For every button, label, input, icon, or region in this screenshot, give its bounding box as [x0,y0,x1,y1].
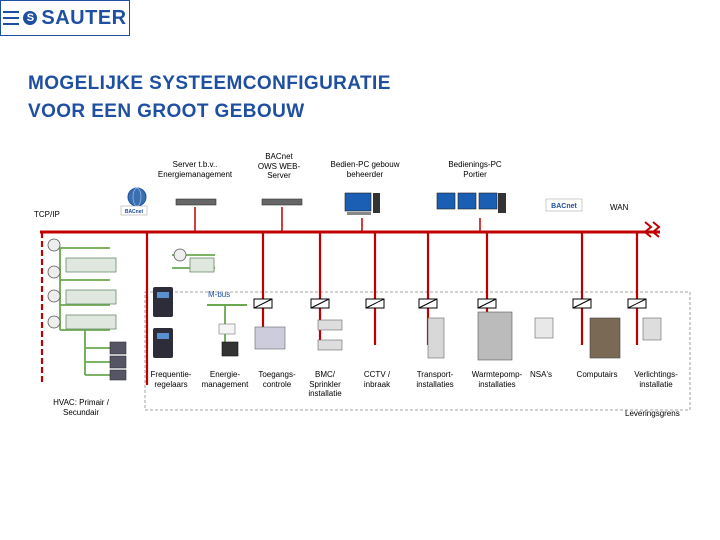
wan-break-icon [643,221,661,238]
delivery-boundary [144,291,691,411]
label-bacnet-server: BACnet OWS WEB-Server [257,152,301,180]
label-bmc: BMC/ Sprinkler installatie [308,370,342,398]
label-frequentie: Frequentie-regelaars [150,370,192,389]
frequency-converters [153,287,173,358]
hvac-controllers [47,238,215,381]
label-cctv: CCTV / inbraak [363,370,391,389]
sauter-logo: S SAUTER [0,0,130,36]
label-computairs: Computairs [576,370,618,379]
label-transport: Transport-installaties [416,370,454,389]
label-hvac: HVAC: Primair / Secundair [53,398,109,417]
label-tcpip: TCP/IP [34,210,60,219]
bus-drops [40,232,639,385]
label-toegang: Toegangs-controle [258,370,296,389]
page-title: MOGELIJKE SYSTEEMCONFIGURATIE VOOR EEN G… [28,70,391,126]
label-wan: WAN [610,203,629,212]
label-warmtepomp: Warmtepomp-installaties [471,370,523,389]
gateways [253,298,647,309]
top-devices: BACnet BACnet [120,187,583,216]
label-nsa: NSA's [530,370,552,379]
energy-meters [218,323,239,357]
title-line-2: VOOR EEN GROOT GEBOUW [28,101,305,122]
logo-circle-icon: S [23,11,38,25]
label-server: Server t.b.v.. Energiemanagement [157,160,233,179]
label-bedienings-pc: Bedienings-PC Portier [448,160,502,179]
label-verlichting: Verlichtings-installatie [634,370,678,389]
svg-text:BACnet: BACnet [125,209,144,215]
label-leveringsgrens: Leveringsgrens [625,409,680,418]
label-energie: Energie-management [201,370,249,389]
svg-text:BACnet: BACnet [551,203,577,210]
label-bedien-pc: Bedien-PC gebouw beheerder [330,160,400,179]
logo-text: SAUTER [41,6,127,29]
bottom-devices [254,311,662,361]
title-line-1: MOGELIJKE SYSTEEMCONFIGURATIE [28,73,391,94]
hvac-lines [59,247,247,376]
logo-lines-icon [3,11,20,25]
label-mbus: M-bus [208,290,231,299]
